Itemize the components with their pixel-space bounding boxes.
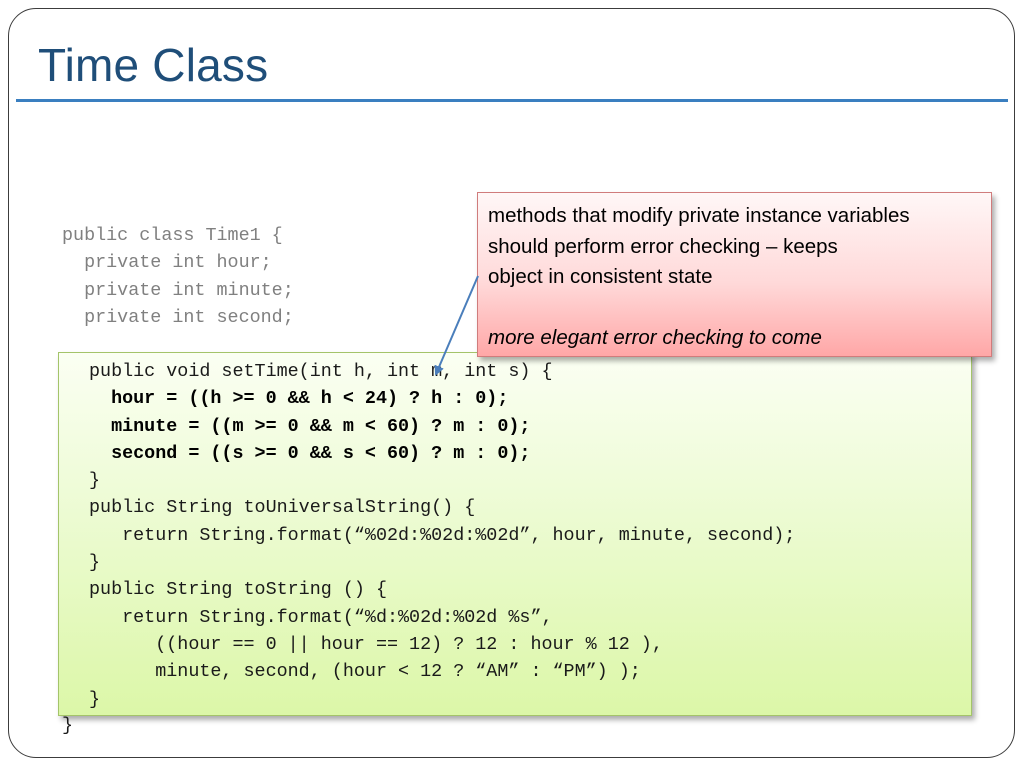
- methods-code: public void setTime(int h, int m, int s)…: [89, 358, 795, 713]
- code-line: return String.format(“%d:%02d:%02d %s”,: [89, 606, 553, 628]
- code-line-bold: hour = ((h >= 0 && h < 24) ? h : 0);: [89, 388, 509, 410]
- code-line: public String toUniversalString() {: [89, 497, 476, 519]
- methods-highlight-box: [58, 352, 972, 716]
- code-line: public void setTime(int h, int m, int s)…: [89, 361, 553, 382]
- code-line: ((hour == 0 || hour == 12) ? 12 : hour %…: [89, 633, 663, 655]
- code-line: public class Time1 {: [62, 225, 283, 246]
- callout-line: object in consistent state: [488, 265, 713, 288]
- title-divider: [16, 99, 1008, 102]
- callout-line: should perform error checking – keeps: [488, 234, 838, 258]
- slide-title: Time Class: [38, 39, 269, 91]
- class-closing-brace: }: [62, 715, 74, 736]
- code-line: private int second;: [62, 306, 294, 328]
- code-line: return String.format(“%02d:%02d:%02d”, h…: [89, 524, 796, 546]
- code-line: }: [89, 688, 101, 710]
- code-line: private int hour;: [62, 252, 272, 274]
- callout-box: methods that modify private instance var…: [477, 192, 992, 357]
- code-line: }: [89, 552, 101, 574]
- class-header-code: public class Time1 { private int hour; p…: [62, 222, 294, 331]
- code-line: }: [89, 470, 101, 492]
- callout-line: methods that modify private instance var…: [488, 204, 910, 227]
- code-line-bold: second = ((s >= 0 && s < 60) ? m : 0);: [89, 442, 531, 464]
- code-line: minute, second, (hour < 12 ? “AM” : “PM”…: [89, 661, 641, 683]
- code-line: public String toString () {: [89, 579, 387, 601]
- callout-note: more elegant error checking to come: [488, 326, 822, 349]
- code-line: private int minute;: [62, 279, 294, 301]
- callout-spacer: [488, 293, 981, 324]
- code-line-bold: minute = ((m >= 0 && m < 60) ? m : 0);: [89, 415, 531, 437]
